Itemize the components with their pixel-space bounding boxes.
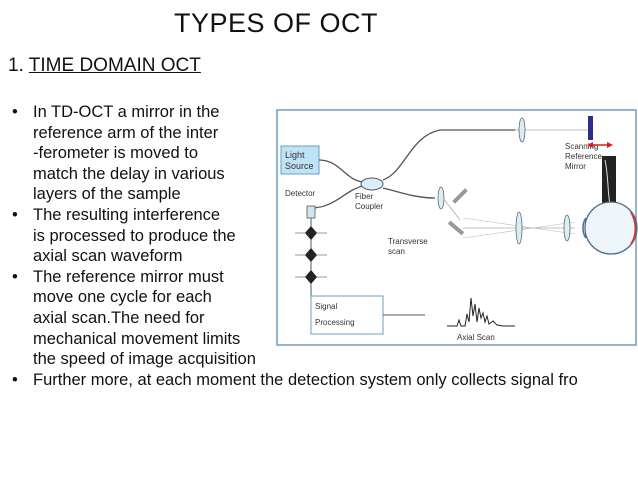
bullet-dot: • <box>12 205 18 224</box>
transverse-scan-label: scan <box>388 247 405 256</box>
bullet-dot: • <box>12 103 18 121</box>
axial-scan-waveform <box>447 297 515 327</box>
arrow-right <box>607 142 613 148</box>
ocular-lens <box>563 214 571 242</box>
section-heading: 1. TIME DOMAIN OCT <box>8 55 201 77</box>
eye-retina <box>630 211 637 245</box>
scanning-mirror-label: Reference <box>565 152 602 161</box>
bullet-line: Further more, at each moment the detecti… <box>33 370 578 389</box>
light-source-box <box>280 145 320 175</box>
axial-scan-label: Axial Scan <box>457 333 495 342</box>
signal-processing-label: Signal <box>315 302 337 311</box>
section-number: 1. <box>8 55 24 76</box>
light-source-label: Light <box>285 150 305 160</box>
sample-beam <box>442 197 461 221</box>
light-source-label: Source <box>285 161 314 171</box>
bullet-line: axial scan.The need for <box>33 308 205 327</box>
slide-title: TYPES OF OCT <box>173 8 379 38</box>
bullet-line: The resulting interference <box>33 205 221 224</box>
signal-processing-label: Processing <box>315 318 355 327</box>
bullet-line: The reference mirror must <box>33 267 224 286</box>
reference-lens <box>518 117 526 143</box>
transverse-scan-label: Transverse <box>388 237 428 246</box>
bullet-item: • Further more, at each moment the detec… <box>8 370 638 391</box>
bullet-line: In TD-OCT a mirror in the <box>33 103 220 121</box>
mirror-image <box>602 156 616 214</box>
section-title: TIME DOMAIN OCT <box>28 55 201 76</box>
signal-processing-box <box>310 295 384 335</box>
bullet-line: axial scan waveform <box>33 247 183 266</box>
fiber-coupler-label: Coupler <box>355 202 383 211</box>
fiber-coupler <box>360 177 384 191</box>
scanning-mirror-label: Scanning <box>565 142 598 151</box>
collimator-lens <box>437 186 445 210</box>
eye-globe <box>584 201 638 255</box>
fiber-source <box>318 159 364 183</box>
fiber-detector <box>310 185 364 209</box>
fiber-reference <box>382 129 515 181</box>
bullet-line: -ferometer is moved to <box>33 144 199 163</box>
galvo-mirror <box>452 188 468 204</box>
bullet-item: • In TD-OCT a mirror in the reference ar… <box>8 102 638 205</box>
detector-label: Detector <box>285 189 316 198</box>
eye-cornea <box>582 217 587 239</box>
bullet-line: move one cycle for each <box>33 288 212 307</box>
bullet-line: mechanical movement limits <box>33 329 241 348</box>
fiber-sample <box>382 187 436 199</box>
fiber-coupler-label: Fiber <box>355 192 374 201</box>
bullet-line: reference arm of the inter <box>33 123 219 142</box>
bullet-line: the speed of image acquisition <box>33 350 256 369</box>
arrow-left <box>587 142 593 148</box>
detector-box <box>306 205 316 219</box>
scan-mirror <box>447 220 465 236</box>
scanning-mirror-label: Mirror <box>565 162 586 171</box>
bullet-item: • The resulting interference is processe… <box>8 205 638 267</box>
bullet-dot: • <box>12 267 18 286</box>
bullet-item: • The reference mirror must move one cyc… <box>8 267 638 370</box>
bullet-list: • In TD-OCT a mirror in the reference ar… <box>8 102 638 390</box>
bullet-line: is processed to produce the <box>33 226 236 245</box>
td-oct-diagram: Light Source Fiber Coupler Scanning Refe… <box>276 109 638 346</box>
reference-mirror <box>588 116 593 140</box>
objective-lens <box>515 211 523 245</box>
bullet-line: match the delay in various <box>33 164 225 183</box>
bullet-line: layers of the sample <box>33 185 181 204</box>
bullet-dot: • <box>12 370 18 389</box>
